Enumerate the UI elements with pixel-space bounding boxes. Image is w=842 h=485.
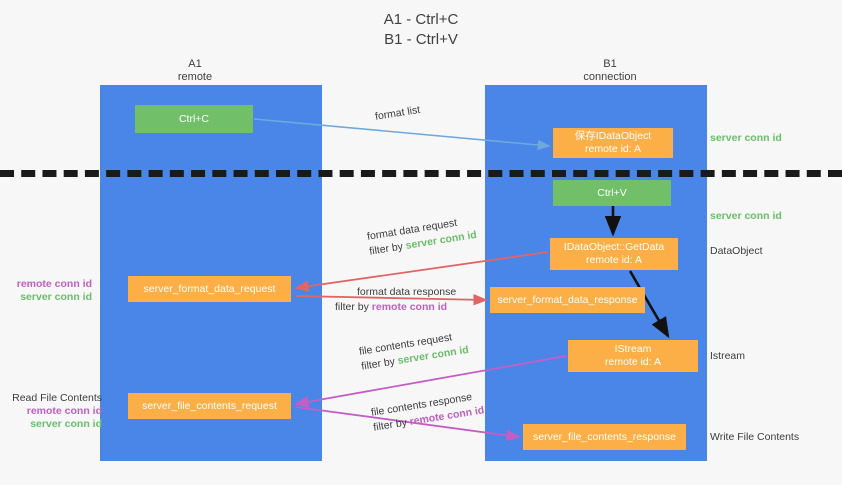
lane-a1-role: remote — [177, 71, 213, 83]
node-server-file-contents-response-label: server_file_contents_response — [532, 430, 676, 443]
node-ctrl-c[interactable]: Ctrl+C — [135, 105, 253, 133]
node-server-format-data-response[interactable]: server_format_data_response — [490, 287, 645, 313]
annotation-read-file-contents-heading: Read File Contents — [12, 392, 102, 404]
node-server-format-data-response-label: server_format_data_response — [497, 293, 638, 306]
node-istream-line2: remote id: A — [604, 356, 662, 368]
node-save-idataobject[interactable]: 保存IDataObject remote id: A — [553, 128, 673, 158]
node-server-format-data-request[interactable]: server_format_data_request — [128, 276, 291, 302]
edge-label-fdres-line1: format data response — [357, 286, 457, 298]
annotation-read-file-contents-group: Read File Contents remote conn id server… — [10, 392, 102, 431]
annotation-server-conn-id-second: server conn id — [710, 210, 782, 222]
edge-format-list — [253, 118, 551, 151]
edge-label-fdres-filter-prefix: filter by — [335, 301, 372, 313]
lane-b1-name: B1 — [603, 58, 617, 70]
node-getdata-line2: remote id: A — [585, 254, 643, 266]
node-server-file-contents-response[interactable]: server_file_contents_response — [523, 424, 686, 450]
edge-format-data-response — [295, 293, 488, 306]
edge-label-fdres-filter-value: remote conn id — [371, 301, 448, 313]
node-istream[interactable]: IStream remote id: A — [568, 340, 698, 372]
node-save-idataobject-line2: remote id: A — [584, 143, 642, 155]
edge-label-format-data-response: format data response filter by remote co… — [335, 285, 456, 315]
node-getdata-line1: IDataObject::GetData — [563, 241, 665, 253]
annotation-file-server-conn-id: server conn id — [30, 418, 102, 430]
annotation-write-file-contents: Write File Contents — [710, 431, 800, 443]
node-ctrl-v-label: Ctrl+V — [597, 186, 627, 199]
annotation-server-conn-id-top: server conn id — [710, 132, 782, 144]
title-line-2: B1 - Ctrl+V — [384, 31, 458, 48]
lane-b1-role: connection — [583, 71, 637, 83]
edge-file-contents-response — [295, 406, 521, 442]
annotation-dataobject: DataObject — [710, 245, 763, 257]
node-ctrl-c-label: Ctrl+C — [178, 112, 210, 125]
annotation-format-remote-conn-id: remote conn id — [16, 278, 92, 290]
annotation-format-server-conn-id: server conn id — [20, 291, 92, 303]
node-save-idataobject-line1: 保存IDataObject — [574, 130, 652, 142]
lane-header-b1: B1 connection — [535, 58, 685, 84]
title-line-1: A1 - Ctrl+C — [383, 11, 459, 28]
node-server-format-data-request-label: server_format_data_request — [143, 282, 276, 295]
edge-file-contents-request — [294, 355, 567, 408]
node-idataobject-getdata[interactable]: IDataObject::GetData remote id: A — [550, 238, 678, 270]
edge-label-fdres-filter: filter by remote conn id — [335, 300, 456, 315]
edge-format-data-request — [294, 251, 549, 292]
node-server-file-contents-request[interactable]: server_file_contents_request — [128, 393, 291, 419]
annotation-file-remote-conn-id: remote conn id — [26, 405, 102, 417]
annotation-istream: Istream — [710, 350, 746, 362]
edge-getdata-to-istream — [628, 270, 670, 339]
node-istream-line1: IStream — [614, 343, 652, 355]
annotation-conn-ids-format: remote conn id server conn id — [10, 278, 92, 304]
diagram-title: A1 - Ctrl+C B1 - Ctrl+V — [0, 10, 842, 50]
phase-divider — [0, 170, 842, 177]
node-ctrl-v[interactable]: Ctrl+V — [553, 180, 671, 206]
lane-header-a1: A1 remote — [120, 58, 270, 84]
lane-a1-name: A1 — [188, 58, 202, 70]
node-server-file-contents-request-label: server_file_contents_request — [142, 399, 277, 412]
